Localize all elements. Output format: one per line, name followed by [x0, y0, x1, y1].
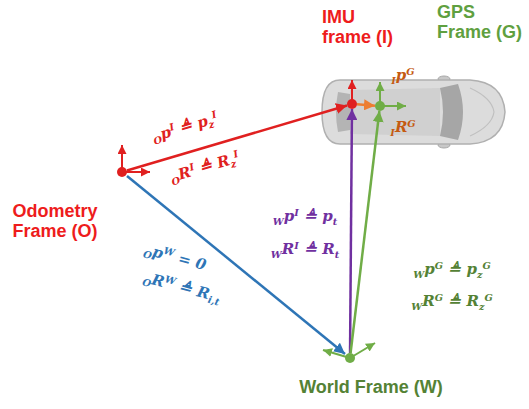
frame-origin: World Frame (W)	[345, 353, 355, 363]
frame-origin: GPS Frame (G)	[375, 101, 385, 111]
transform-arrow	[350, 109, 352, 353]
transform-label: ORW ≜ Ri,t	[141, 268, 223, 308]
frame-label: Odometry Frame (O)	[5, 202, 105, 242]
frame-axes	[122, 80, 406, 358]
frame-origin: Odometry Frame (O)	[117, 167, 127, 177]
frame-origin: IMU frame (I)	[347, 99, 357, 109]
transform-label: WRG ≜ RzG	[411, 292, 493, 312]
transform-arrow	[351, 111, 380, 353]
transform-label: WpI ≜ pt	[273, 207, 337, 227]
car-illustration	[322, 76, 505, 148]
frame-label: GPS Frame (G)	[437, 3, 527, 43]
transform-label: OpI ≜ pzI	[150, 109, 221, 148]
transform-arrow	[127, 105, 347, 170]
car-hood-line	[470, 88, 494, 136]
transform-label: OpW = 0	[142, 240, 209, 276]
car-body	[322, 80, 505, 144]
transform-label: IRG	[390, 118, 415, 138]
car-windshield	[440, 84, 463, 140]
transform-label: IpG	[391, 66, 414, 86]
car-rear-window	[336, 92, 350, 132]
frame-label: IMU frame (I)	[322, 8, 402, 48]
transform-arrow	[357, 104, 375, 105]
transform-label: WRI ≜ Rt	[271, 240, 339, 260]
transform-label: WpG ≜ pzG	[413, 260, 491, 280]
transform-arrow	[127, 176, 345, 354]
frame-label: World Frame (W)	[299, 378, 443, 398]
car-roof	[350, 88, 440, 136]
